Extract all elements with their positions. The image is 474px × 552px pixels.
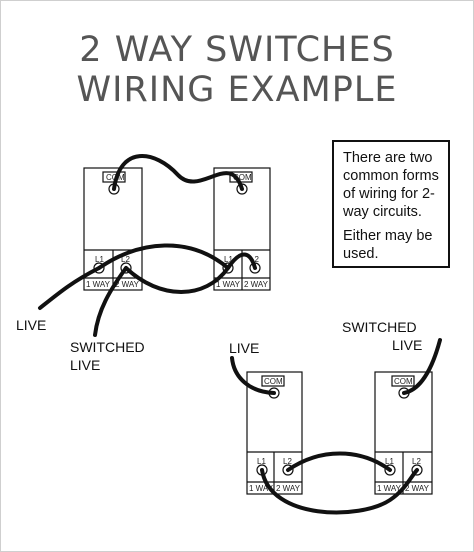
switch-top-right-2way: 2 WAY [244, 280, 269, 289]
label-bottom-switched: SWITCHED [342, 319, 417, 335]
label-top-live: LIVE [16, 317, 47, 333]
switch-bottom-left-2way: 2 WAY [276, 484, 301, 493]
switch-top-right-1way: 1 WAY [216, 280, 241, 289]
note-text-2: Either may be used. [343, 228, 433, 262]
title-line-2: WIRING EXAMPLE [76, 70, 398, 110]
switch-bottom-right-com: COM [394, 377, 413, 386]
label-bottom-live: LIVE [229, 340, 260, 356]
switch-top-left-2way: 2 WAY [115, 280, 140, 289]
title-line-1: 2 WAY SWITCHES [79, 30, 395, 70]
note-box: There are two common forms of wiring for… [332, 140, 450, 268]
wires-top [38, 154, 257, 337]
switch-bottom-left-com: COM [264, 377, 283, 386]
switch-top-left-l1: L1 [95, 255, 104, 264]
switch-bottom-left-l1: L1 [257, 457, 266, 466]
switch-bottom-right-1way: 1 WAY [377, 484, 402, 493]
switch-top-left-l2: L2 [121, 255, 130, 264]
wires-bottom [230, 338, 442, 515]
switch-bottom-right-l1: L1 [385, 457, 394, 466]
switch-top-right-l2: L2 [250, 255, 259, 264]
switch-bottom-right-2way: 2 WAY [405, 484, 430, 493]
label-top-switched-live: LIVE [70, 357, 101, 373]
switch-top-left-1way: 1 WAY [86, 280, 111, 289]
switch-bottom-right-l2: L2 [412, 457, 421, 466]
switch-top-right [213, 167, 271, 291]
switch-bottom-left-1way: 1 WAY [249, 484, 274, 493]
switch-top-right-l1: L1 [224, 255, 233, 264]
note-text-1: There are two common forms of wiring for… [343, 150, 439, 220]
switch-bottom-right [374, 371, 433, 495]
label-top-switched: SWITCHED [70, 339, 145, 355]
switch-bottom-left-l2: L2 [283, 457, 292, 466]
label-bottom-switched-live: LIVE [392, 337, 423, 353]
switch-top-right-com: COM [233, 173, 252, 182]
